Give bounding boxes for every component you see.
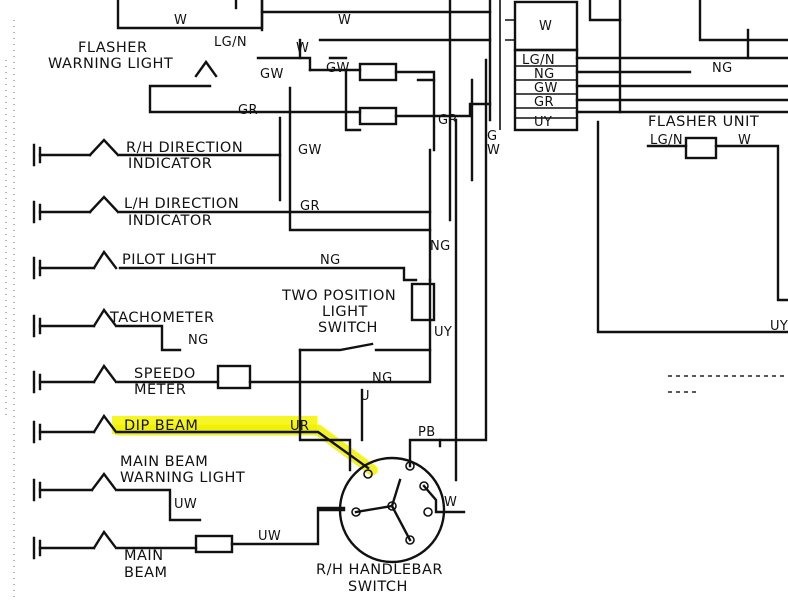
wire-code: UY [770,319,788,334]
wire-code: W [487,143,500,158]
left-branches [38,153,432,554]
component-labels: FLASHER WARNING LIGHT R/H DIRECTION INDI… [48,40,759,595]
rh-handlebar-switch-label-1: R/H HANDLEBAR [316,562,443,578]
connector-row-label: GR [534,95,554,110]
wire-code: LG/N [214,35,247,50]
wire-code: W [296,41,309,56]
wire-code: GW [326,61,350,76]
wire-code: W [174,13,187,28]
right-wiring [575,0,788,393]
connector-block-labels: W LG/N NG GW GR UY [522,19,558,130]
central-wiring [148,38,492,482]
wire-code: UW [258,529,281,544]
wire-code-labels: W W LG/N W GW GW GR GR G W GW GR NG NG N… [174,13,788,544]
connector-block [499,0,579,132]
wire-code: GR [238,103,258,118]
rh-direction-indicator-label-2: INDICATOR [128,156,212,172]
wire-code: GW [260,67,284,82]
connector-top-label: W [539,19,552,34]
lh-direction-indicator-label-1: L/H DIRECTION [124,196,239,212]
flasher-warning-light-label-2: WARNING LIGHT [48,56,173,72]
wire-code: PB [418,425,436,440]
wire-code: NG [430,239,451,254]
speedometer-label-1: SPEEDO [134,366,196,382]
rh-handlebar-switch-symbol [318,438,466,564]
wire-code: UY [434,325,452,340]
connector-row-label: NG [534,67,555,82]
wire-code: GR [300,199,320,214]
wire-code: GR [438,113,458,128]
two-position-switch-label-1: TWO POSITION [281,288,396,304]
main-beam-warning-light-label-1: MAIN BEAM [120,454,208,470]
rh-direction-indicator-label-1: R/H DIRECTION [126,140,243,156]
wire-code: G [487,129,497,144]
two-position-switch-label-2: LIGHT [322,304,368,320]
wire-code: NG [320,253,341,268]
wire-code: GW [298,143,322,158]
flasher-unit-label: FLASHER UNIT [648,114,759,130]
speedometer-label-2: METER [134,382,186,398]
wire-code: U [360,389,370,404]
connector-row-label: LG/N [522,53,555,68]
wire-code: NG [712,61,733,76]
lh-direction-indicator-label-2: INDICATOR [128,213,212,229]
wire-code: NG [188,333,209,348]
connector-row-label: UY [534,115,552,130]
main-beam-label-2: BEAM [124,565,168,581]
two-position-switch-label-3: SWITCH [318,320,378,336]
two-position-light-switch-symbol [298,282,436,472]
wire-code: UW [174,497,197,512]
tachometer-label: TACHOMETER [109,310,215,326]
scan-marks [5,20,15,600]
main-beam-warning-light-label-2: WARNING LIGHT [120,470,245,486]
wire-code: W [738,133,751,148]
pilot-light-label: PILOT LIGHT [122,252,216,268]
wire-code: LG/N [650,133,683,148]
ground-symbols [32,143,42,560]
wire-code: W [444,495,457,510]
wire-code: NG [372,371,393,386]
flasher-warning-light-label-1: FLASHER [78,40,148,56]
lamp-symbols [88,59,218,550]
rh-handlebar-switch-label-2: SWITCH [348,579,408,595]
main-beam-label-1: MAIN [124,548,164,564]
top-wiring [116,0,492,222]
wire-code: W [338,13,351,28]
dip-beam-label: DIP BEAM [124,418,198,434]
wire-code: UR [290,419,309,434]
connector-row-label: GW [534,81,558,96]
